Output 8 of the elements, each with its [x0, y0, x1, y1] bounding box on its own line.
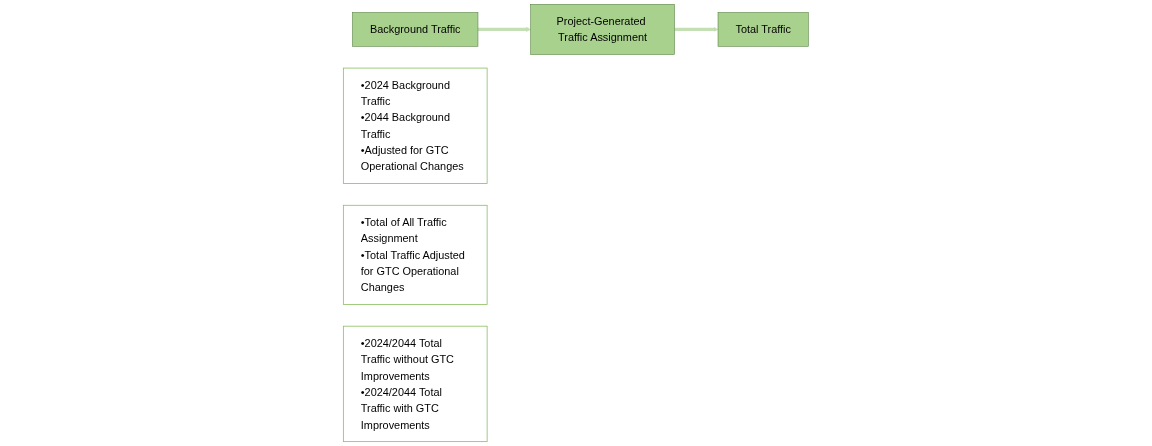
- node-box: •2024/2044 Total Traffic without GTC Improvements •2024/2044 Total Traffic with GTC Improvements: [343, 325, 488, 443]
- node-box: •Total of All Traffic Assignment •Total Traffic Adjusted for GTC Operational Changes: [343, 204, 488, 305]
- arrow: [674, 27, 719, 32]
- node-box: Background Traffic: [352, 12, 479, 47]
- node-box: Project-Generated Traffic Assignment: [530, 4, 675, 55]
- node-box: Total Traffic: [717, 12, 809, 47]
- node-box: •2024 Background Traffic •2044 Background Traffic •Adjusted for GTC Operational Changes: [343, 67, 488, 184]
- arrow: [478, 27, 532, 32]
